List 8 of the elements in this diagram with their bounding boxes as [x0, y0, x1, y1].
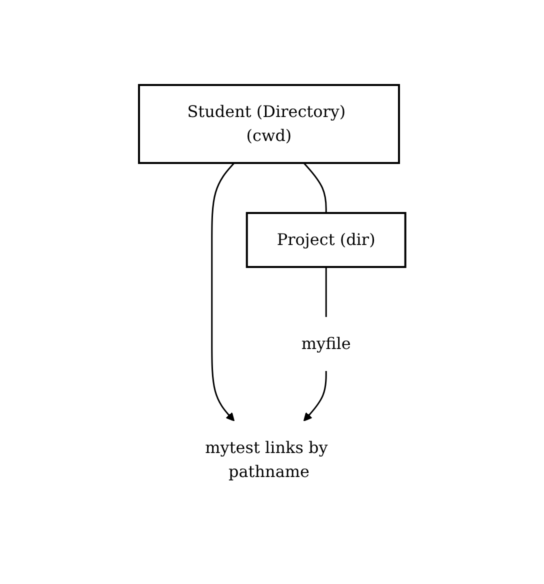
node-text: myfile	[301, 334, 351, 353]
node-box: Student (Directory) (cwd)	[138, 84, 400, 164]
connector	[325, 267, 327, 317]
node-box: Project (dir)	[246, 212, 406, 268]
node-text: mytest links by pathname	[204, 438, 328, 481]
arrow	[210, 162, 235, 422]
connector	[303, 162, 327, 213]
arrow	[303, 371, 327, 422]
